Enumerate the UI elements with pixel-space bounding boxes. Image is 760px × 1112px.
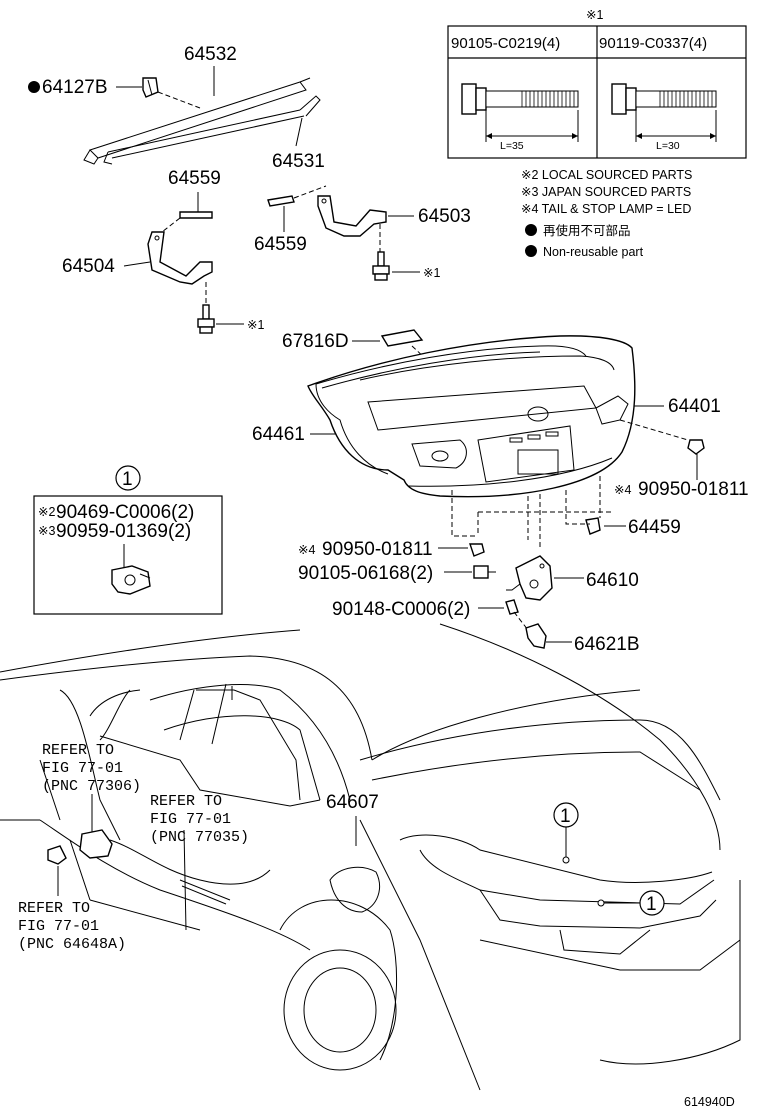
part-64532-label[interactable]: 64532 bbox=[184, 44, 237, 65]
lock-64610 bbox=[506, 555, 553, 601]
symbol-x1-left: ※1 bbox=[247, 318, 264, 332]
part-64504-label[interactable]: 64504 bbox=[62, 256, 115, 277]
legend-line-3: ※4 TAIL & STOP LAMP = LED bbox=[521, 202, 691, 216]
hinge-64503 bbox=[317, 195, 387, 237]
inset-line2-mark: ※3 bbox=[38, 524, 55, 538]
legend-line-1: ※2 LOCAL SOURCED PARTS bbox=[521, 168, 692, 182]
rod-64531 bbox=[103, 95, 321, 165]
bolt-table bbox=[447, 25, 747, 159]
part-64559-label-a[interactable]: 64559 bbox=[168, 168, 221, 189]
bolt-table-col2-part: 90119-C0337(4) bbox=[599, 35, 707, 52]
car-ref-number-b: 1 bbox=[646, 894, 657, 915]
grommet-90950-right bbox=[687, 439, 705, 455]
bolt-table-col1-part: 90105-C0219(4) bbox=[451, 35, 560, 52]
clip-64127B bbox=[142, 77, 159, 98]
part-90148-label[interactable]: 90148-C0006(2) bbox=[332, 599, 470, 620]
refer-block-3-line2: FIG 77-01 bbox=[18, 918, 99, 935]
part-64461-label[interactable]: 64461 bbox=[252, 424, 305, 445]
part-64621B-label[interactable]: 64621B bbox=[574, 634, 640, 655]
bolt-table-col1-length: L=35 bbox=[500, 140, 524, 152]
part-90950-label-b[interactable]: 90950-01811 bbox=[322, 539, 433, 560]
part-64503-label[interactable]: 64503 bbox=[418, 206, 471, 227]
rod-64532 bbox=[83, 77, 311, 165]
legend-line-4: 再使用不可部品 bbox=[543, 223, 631, 238]
bracket-64621B bbox=[525, 623, 547, 649]
symbol-x1-right: ※1 bbox=[423, 266, 440, 280]
refer-block-3-line3: (PNC 64648A) bbox=[18, 936, 126, 953]
refer-block-1-line3: (PNC 77306) bbox=[42, 778, 141, 795]
refer-block-2-line3: (PNC 77035) bbox=[150, 829, 249, 846]
legend-line-2: ※3 JAPAN SOURCED PARTS bbox=[521, 185, 691, 199]
inset-ref-number: 1 bbox=[122, 469, 133, 490]
inset-box bbox=[33, 495, 223, 615]
refer-block-1-line2: FIG 77-01 bbox=[42, 760, 123, 777]
part-90105-label[interactable]: 90105-06168(2) bbox=[298, 563, 433, 584]
cushion-64459 bbox=[585, 517, 601, 535]
inset-ref-circle bbox=[115, 465, 141, 491]
car-body bbox=[0, 623, 741, 1091]
bolt-table-mark: ※1 bbox=[586, 8, 603, 22]
part-64559-label-b[interactable]: 64559 bbox=[254, 234, 307, 255]
inset-line2-part: 90959-01369(2) bbox=[56, 521, 191, 542]
pin-64559-a bbox=[179, 211, 213, 219]
part-64610-label[interactable]: 64610 bbox=[586, 570, 639, 591]
pin-64559-b bbox=[267, 195, 295, 207]
bolt-90105 bbox=[473, 565, 496, 579]
grommet-90950-lower bbox=[469, 543, 485, 557]
inset-line1-mark: ※2 bbox=[38, 505, 55, 519]
hinge-64504 bbox=[147, 231, 213, 285]
non-reusable-dot bbox=[28, 81, 40, 93]
legend-dot-1 bbox=[525, 224, 537, 236]
part-64459-label[interactable]: 64459 bbox=[628, 517, 681, 538]
label-67816D bbox=[380, 329, 424, 347]
legend-dot-2 bbox=[525, 245, 537, 257]
bolt-left bbox=[197, 304, 215, 334]
bolt-90148 bbox=[505, 599, 529, 631]
refer-block-3-line1: REFER TO bbox=[18, 900, 90, 917]
refer-block-2-line2: FIG 77-01 bbox=[150, 811, 231, 828]
bolt-90105-C0219-drawing bbox=[461, 83, 579, 142]
symbol-x4-right: ※4 bbox=[614, 483, 631, 497]
inset-clip-drawing bbox=[111, 565, 151, 595]
bolt-table-col2-length: L=30 bbox=[656, 140, 680, 152]
symbol-x4-lower: ※4 bbox=[298, 543, 315, 557]
refer-block-2-line1: REFER TO bbox=[150, 793, 222, 810]
car-ref-number-a: 1 bbox=[560, 806, 571, 827]
part-67816D-label[interactable]: 67816D bbox=[282, 331, 349, 352]
part-64401-label[interactable]: 64401 bbox=[668, 396, 721, 417]
bolt-right bbox=[372, 251, 390, 281]
part-64607-label[interactable]: 64607 bbox=[326, 792, 379, 813]
inset-line1-part: 90469-C0006(2) bbox=[56, 502, 194, 523]
part-64531-label[interactable]: 64531 bbox=[272, 151, 325, 172]
legend-line-5: Non-reusable part bbox=[543, 245, 644, 259]
trunk-lid bbox=[307, 335, 636, 498]
refer-block-1-line1: REFER TO bbox=[42, 742, 114, 759]
diagram-id: 614940D bbox=[684, 1095, 735, 1109]
bolt-90119-C0337-drawing bbox=[611, 83, 717, 142]
part-64127B-label[interactable]: 64127B bbox=[42, 77, 108, 98]
part-90950-label-a[interactable]: 90950-01811 bbox=[638, 479, 749, 500]
